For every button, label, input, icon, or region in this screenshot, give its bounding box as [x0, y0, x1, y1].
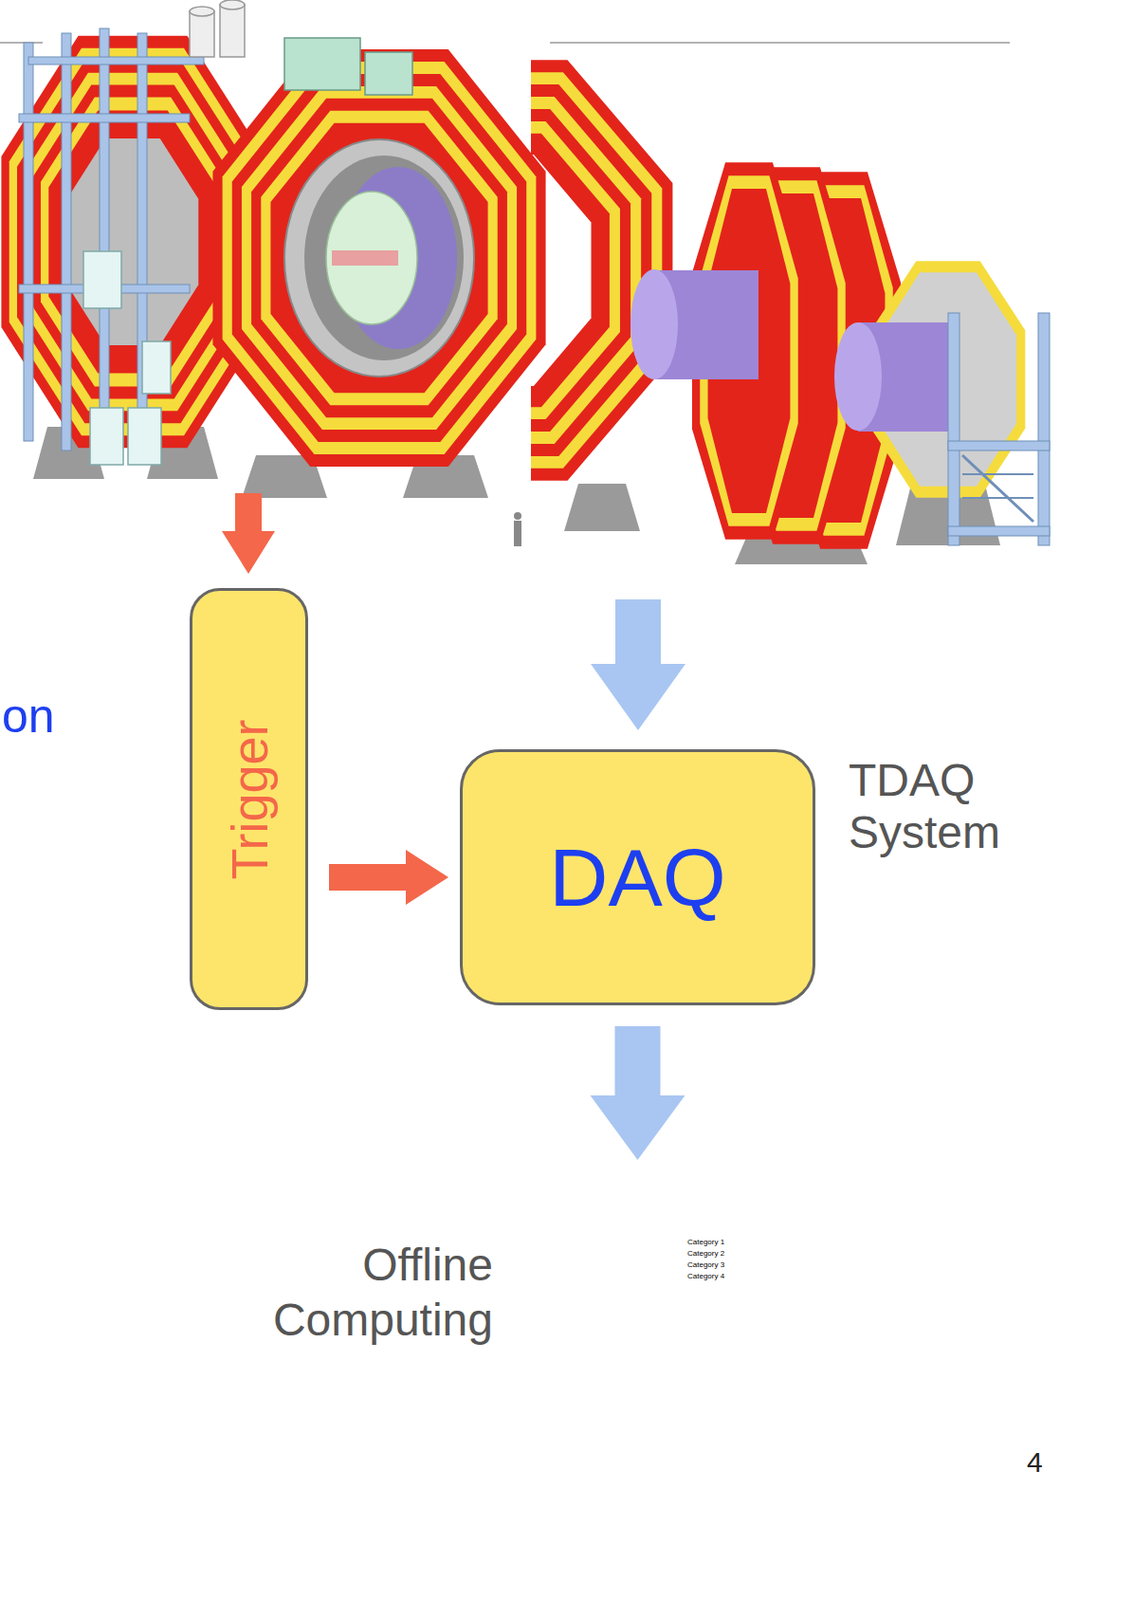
label-anchor: Category 2	[687, 1248, 725, 1259]
block-arrow	[328, 849, 449, 905]
person-scale-figure	[513, 511, 522, 520]
support-scaffold	[948, 312, 960, 546]
forward-ring	[834, 322, 882, 431]
support-scaffold	[948, 526, 1050, 536]
laptop-computer: Offline Computing	[218, 1170, 968, 1600]
barrel-wheel	[260, 110, 497, 405]
solenoid-coil	[284, 139, 475, 377]
chart-legend-text: Category 3	[687, 1260, 725, 1270]
barrel-wheel	[530, 72, 662, 469]
signal-arrow	[590, 599, 686, 731]
support-scaffold	[23, 42, 34, 441]
chart-legend-text: Category 2	[687, 1248, 725, 1259]
barrel-wheel	[212, 49, 546, 467]
gas-tank	[189, 6, 215, 17]
node-heading: Offline Computing	[218, 1237, 494, 1347]
barrel-wheel	[232, 73, 527, 442]
solenoid-coil	[284, 139, 475, 377]
barrel-wheel	[222, 61, 537, 455]
electronics-rack	[83, 251, 122, 309]
hadron-calorimeter	[630, 269, 759, 380]
solenoid-coil	[304, 155, 464, 361]
support-scaffold	[18, 113, 190, 123]
system-label: TDAQ System	[848, 753, 1048, 859]
support-foot	[564, 483, 640, 531]
label-anchor: Category 4	[687, 1271, 725, 1281]
partial-heading: on	[1, 690, 55, 743]
barrel-wheel	[530, 96, 641, 444]
barrel-wheel	[270, 123, 488, 394]
gas-tank	[189, 0, 245, 57]
gas-tank	[189, 11, 215, 57]
box-label: Trigger	[223, 718, 275, 879]
barrel-wheel	[530, 109, 631, 432]
endcap-wheel	[67, 138, 200, 346]
support-scaffold	[962, 473, 1034, 476]
barrel-wheel	[241, 86, 517, 430]
support-scaffold	[948, 440, 1050, 451]
electronics-rack	[90, 407, 124, 465]
forward-ring	[834, 260, 1025, 546]
solenoid-coil	[326, 191, 418, 325]
box-label: DAQ	[548, 836, 726, 918]
person-scale-figure	[513, 520, 522, 547]
label-anchor: Category 3	[687, 1260, 725, 1270]
electronics-rack	[83, 251, 171, 465]
support-scaffold	[962, 496, 1034, 499]
support-scaffold	[962, 455, 1034, 522]
signal-arrow	[221, 493, 275, 574]
person-scale-figure	[513, 511, 522, 547]
endcap-wheel	[48, 109, 217, 373]
chart-legend-text: Category 4	[687, 1271, 725, 1281]
support-scaffold	[18, 28, 204, 456]
barrel-wheel	[212, 49, 546, 467]
electronics-rack	[284, 37, 413, 95]
daq-box: DAQ	[459, 749, 816, 1006]
support-foot	[241, 455, 640, 531]
chart-legend-text: Category 1	[687, 1237, 725, 1247]
gas-tank	[219, 4, 245, 57]
electronics-rack	[127, 407, 162, 465]
label-anchor: TDAQ System	[848, 753, 1048, 859]
support-scaffold	[99, 28, 110, 456]
electronics-rack	[142, 341, 171, 394]
solenoid-coil	[331, 250, 399, 266]
label-anchor: 4	[1026, 1445, 1043, 1478]
header-rule	[549, 41, 1010, 44]
barrel-wheel	[530, 84, 652, 457]
laptop-outline	[218, 1170, 337, 1593]
electronics-rack	[284, 37, 361, 91]
support-scaffold	[61, 33, 72, 451]
trigger-box: Trigger	[189, 587, 309, 1010]
barrel-wheel	[251, 98, 508, 418]
gas-tank	[219, 0, 245, 10]
label-anchor: Category 1	[687, 1237, 725, 1247]
electronics-rack	[365, 52, 413, 95]
header-rule	[0, 41, 43, 44]
support-scaffold	[948, 312, 1050, 546]
support-scaffold	[1038, 312, 1050, 546]
hadron-calorimeter	[630, 269, 678, 380]
label-anchor: on	[1, 690, 55, 743]
page-number: 4	[1026, 1445, 1043, 1478]
block-arrow	[590, 1025, 686, 1160]
endcap-wheel	[24, 73, 240, 412]
support-scaffold	[28, 56, 204, 65]
